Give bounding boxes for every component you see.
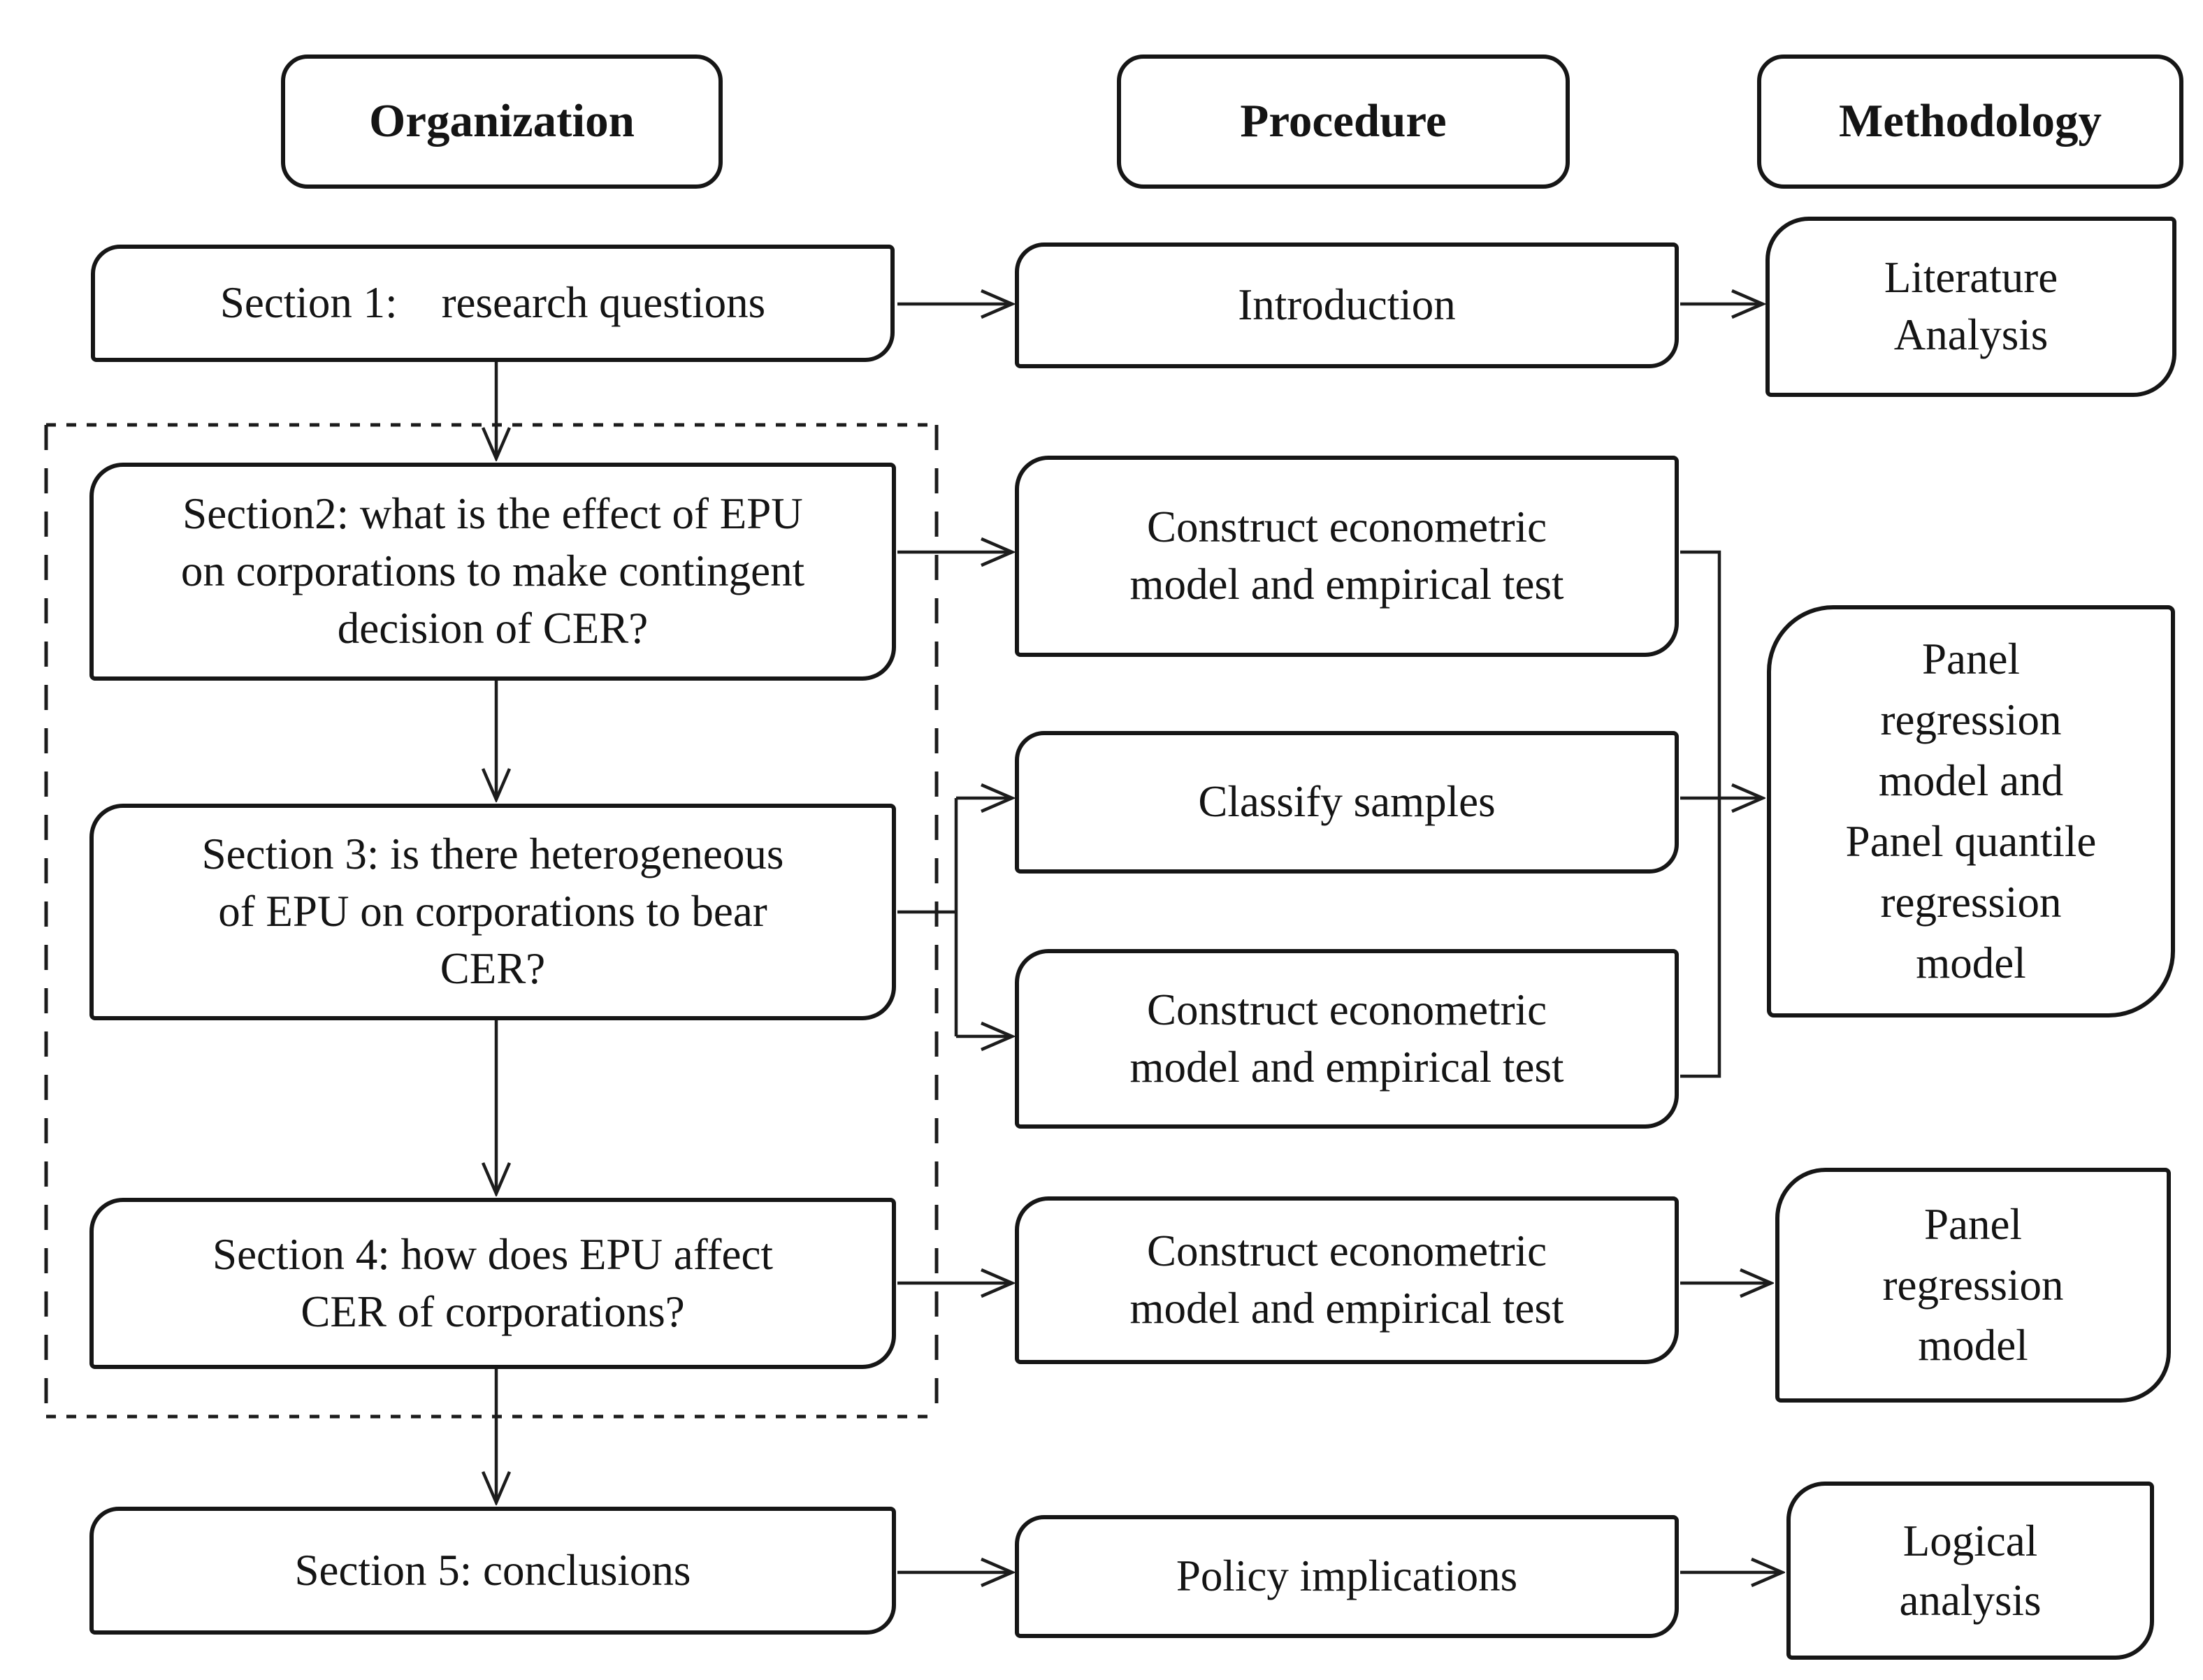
node-panel-regression-model: Panel regression model	[1775, 1168, 2171, 1403]
node-policy-implications: Policy implications	[1015, 1515, 1679, 1638]
connector-section3-branch	[897, 798, 958, 1036]
node-construct-model-3: Construct econometric model and empirica…	[1015, 1196, 1679, 1364]
node-construct-model-1: Construct econometric model and empirica…	[1015, 456, 1679, 657]
header-organization: Organization	[281, 55, 723, 189]
node-classify-samples: Classify samples	[1015, 731, 1679, 874]
node-construct-model-2: Construct econometric model and empirica…	[1015, 949, 1679, 1129]
connector-merge-bracket	[1680, 550, 1721, 1078]
node-literature-analysis: Literature Analysis	[1765, 217, 2176, 397]
node-logical-analysis: Logical analysis	[1786, 1482, 2154, 1660]
header-methodology: Methodology	[1757, 55, 2183, 189]
node-section1: Section 1: research questions	[91, 245, 895, 362]
node-section5: Section 5: conclusions	[89, 1507, 896, 1635]
node-section3: Section 3: is there heterogeneous of EPU…	[89, 804, 896, 1020]
node-panel-quantile-model: Panel regression model and Panel quantil…	[1767, 605, 2175, 1018]
node-section2: Section2: what is the effect of EPU on c…	[89, 463, 896, 681]
header-procedure: Procedure	[1117, 55, 1570, 189]
node-introduction: Introduction	[1015, 242, 1679, 368]
node-section4: Section 4: how does EPU affect CER of co…	[89, 1198, 896, 1369]
